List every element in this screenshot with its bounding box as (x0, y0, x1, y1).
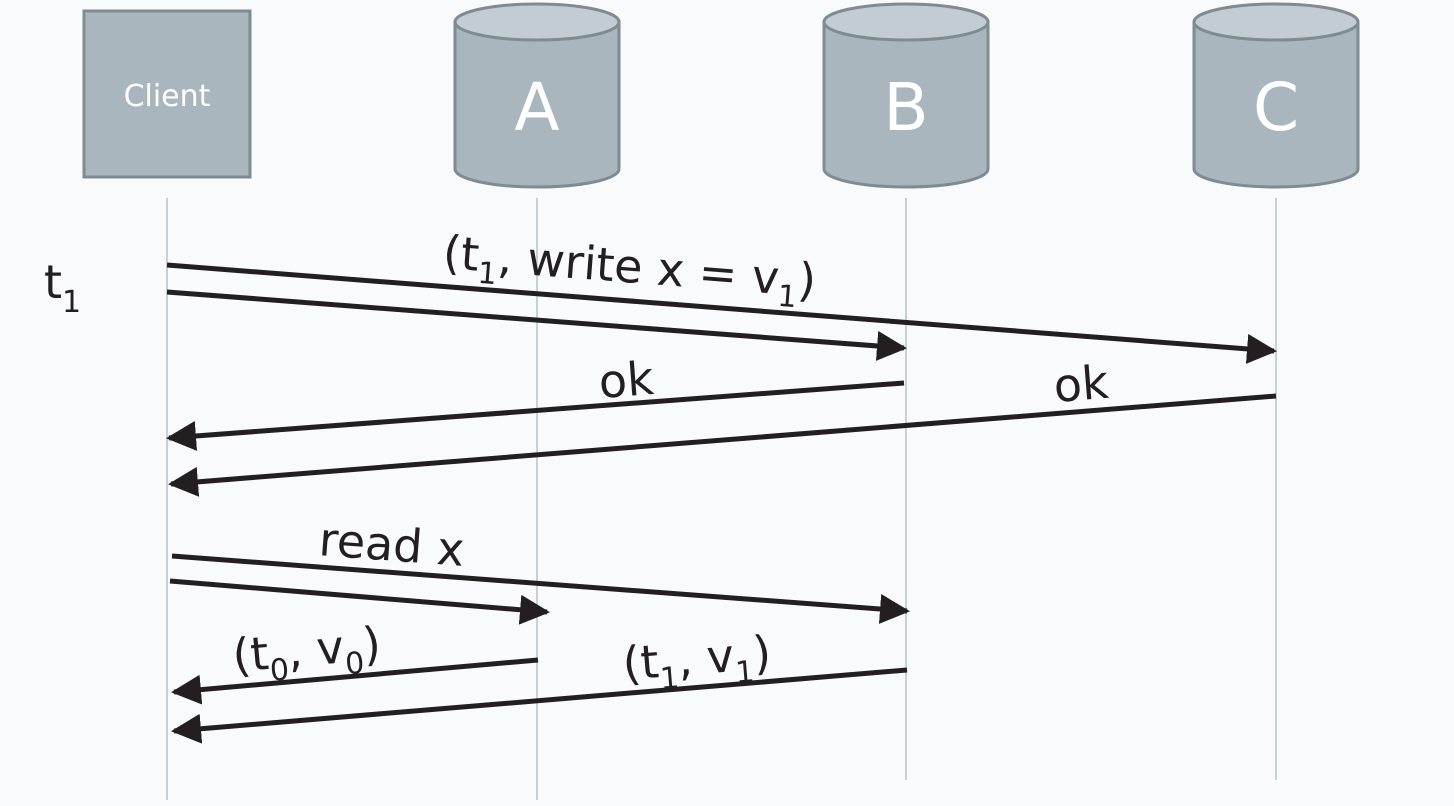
read-message-label: read x (317, 512, 466, 577)
database-a-body (453, 20, 621, 189)
database-a: A (453, 2, 621, 189)
database-c-top (1192, 2, 1360, 42)
read-message-to-a (169, 578, 550, 625)
database-a-label: A (514, 69, 559, 146)
read-message-to-b (171, 553, 910, 624)
time-marker: t1 (44, 255, 81, 320)
database-c: C (1192, 2, 1360, 189)
ok-label-b: ok (597, 351, 656, 409)
database-b-body (822, 20, 990, 189)
ok-message-from-b (166, 380, 905, 451)
ok-label-c: ok (1052, 355, 1111, 413)
write-message-to-b (166, 289, 907, 361)
client-actor: Client (82, 9, 252, 179)
client-label: Client (124, 79, 211, 114)
ok-message-from-c (168, 393, 1277, 497)
reply-message-from-a (171, 657, 539, 705)
database-b-label: B (883, 69, 928, 146)
reply-message-from-b (171, 667, 908, 744)
reply-label-a: (t0, v0) (230, 616, 384, 692)
reply-label-b: (t1, v1) (621, 625, 774, 700)
database-b: B (822, 2, 990, 189)
database-b-top (822, 2, 990, 42)
database-c-body (1192, 20, 1360, 189)
write-message-to-c (166, 262, 1277, 364)
database-a-top (453, 2, 621, 42)
client-box (82, 9, 252, 179)
database-c-label: C (1253, 69, 1299, 146)
